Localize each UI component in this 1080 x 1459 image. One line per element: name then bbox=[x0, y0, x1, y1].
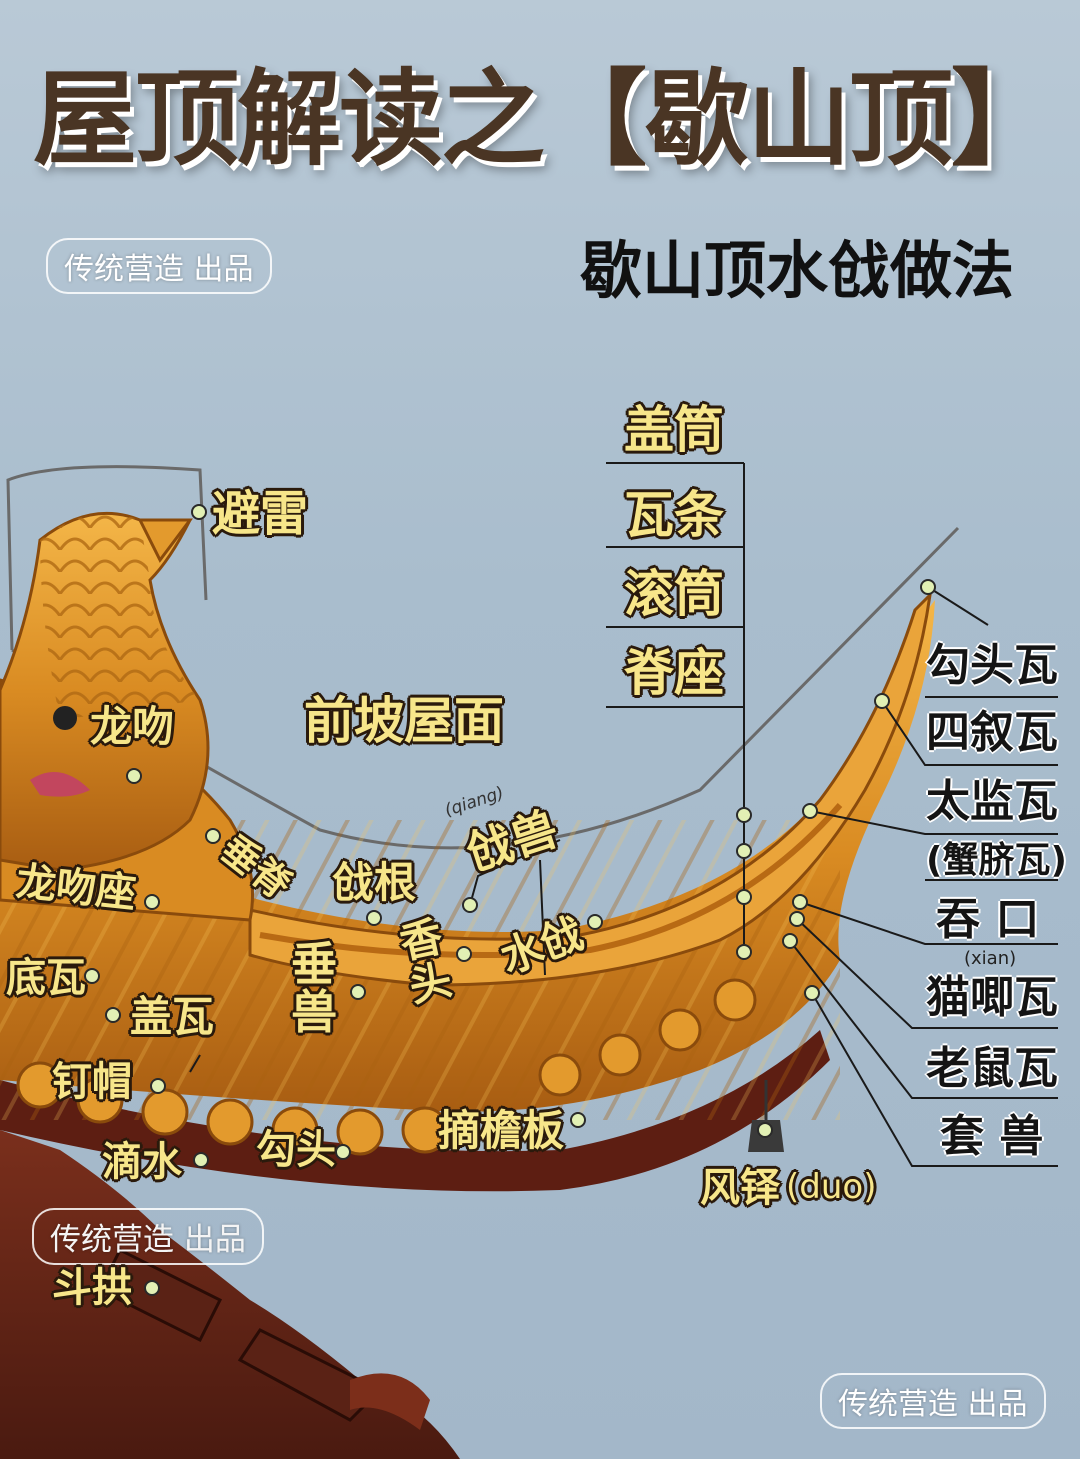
right-leader-lines bbox=[789, 586, 1058, 1167]
label-taoshou: 套 兽 bbox=[940, 1111, 1044, 1162]
marker-dishui bbox=[193, 1152, 209, 1168]
diagram-subtitle: 歇山顶水戗做法 bbox=[580, 234, 1015, 307]
label-longwenzuo: 龙吻座 bbox=[13, 858, 139, 918]
label-watiao: 瓦条 bbox=[624, 486, 724, 544]
page-title: 屋顶解读之【歇山顶】 bbox=[32, 57, 1055, 180]
marker-sixuwa bbox=[874, 693, 890, 709]
marker-guntong bbox=[736, 889, 752, 905]
marker-chuiji bbox=[205, 828, 221, 844]
label-fengduo-pinyin: (duo) bbox=[786, 1167, 877, 1207]
label-tunkou: 吞 口 bbox=[936, 894, 1040, 945]
label-dishui: 滴水 bbox=[102, 1139, 182, 1185]
marker-dougong bbox=[144, 1280, 160, 1296]
marker-zhaiyanban bbox=[570, 1112, 586, 1128]
label-taijianwa: 太监瓦 bbox=[926, 776, 1058, 827]
label-diwa: 底瓦 bbox=[6, 955, 86, 1001]
label-goutouwa: 勾头瓦 bbox=[926, 640, 1058, 691]
label-guntong: 滚筒 bbox=[624, 565, 724, 623]
marker-longwenzuo bbox=[144, 894, 160, 910]
label-bilei: 避雷 bbox=[212, 486, 309, 542]
label-qianggen: 戗根 bbox=[332, 858, 417, 907]
center-leader-lines bbox=[606, 462, 745, 952]
hip-ridge bbox=[248, 590, 933, 987]
eave-beam bbox=[0, 1030, 830, 1192]
label-laoshuwa: 老鼠瓦 bbox=[926, 1043, 1058, 1094]
label-gaiwa: 盖瓦 bbox=[130, 992, 215, 1041]
label-qianpo-wumian: 前坡屋面 bbox=[304, 692, 504, 750]
label-gaitong: 盖筒 bbox=[624, 401, 724, 459]
marker-dingmao bbox=[150, 1078, 166, 1094]
label-dougong: 斗拱 bbox=[52, 1265, 132, 1311]
label-dingmao: 钉帽 bbox=[52, 1059, 132, 1105]
label-maojiwa-pinyin: (xian) bbox=[964, 948, 1017, 969]
marker-xiangtou bbox=[456, 946, 472, 962]
marker-laoshuwa bbox=[782, 933, 798, 949]
marker-goutouwa bbox=[920, 579, 936, 595]
marker-fengduo bbox=[757, 1122, 773, 1138]
dragon-kiss-ornament bbox=[0, 511, 210, 872]
marker-gaiwa bbox=[105, 1007, 121, 1023]
marker-goutou bbox=[335, 1144, 351, 1160]
brand-badge-bottom: 传统营造 出品 bbox=[820, 1373, 1046, 1429]
label-goutou: 勾头 bbox=[256, 1127, 336, 1173]
marker-jizuo bbox=[736, 944, 752, 960]
marker-longwen bbox=[126, 768, 142, 784]
label-maojiwa: 猫唧瓦 bbox=[926, 972, 1058, 1023]
label-longwen: 龙吻 bbox=[90, 702, 175, 751]
label-xieqiwa: (蟹脐瓦) bbox=[926, 840, 1067, 881]
brand-badge-left: 传统营造 出品 bbox=[32, 1208, 264, 1265]
marker-chuishou bbox=[350, 984, 366, 1000]
label-jizuo: 脊座 bbox=[624, 644, 724, 702]
marker-qiangshou bbox=[462, 897, 478, 913]
eave-tile-ends bbox=[16, 978, 757, 1156]
marker-bilei bbox=[191, 504, 207, 520]
label-zhaiyanban: 摘檐板 bbox=[438, 1106, 565, 1155]
label-chuishou: 垂兽 bbox=[291, 937, 338, 1040]
marker-tunkou bbox=[792, 894, 808, 910]
label-sixuwa: 四叙瓦 bbox=[926, 707, 1058, 758]
label-fengduo: 风铎 bbox=[700, 1165, 780, 1211]
marker-shuiqiang bbox=[587, 914, 603, 930]
brand-badge-top: 传统营造 出品 bbox=[46, 238, 272, 294]
marker-taoshou bbox=[804, 985, 820, 1001]
marker-gaitong bbox=[736, 807, 752, 823]
marker-qianggen bbox=[366, 910, 382, 926]
marker-taijianwa bbox=[802, 803, 818, 819]
marker-diwa bbox=[84, 968, 100, 984]
marker-maojiwa bbox=[789, 911, 805, 927]
marker-watiao bbox=[736, 843, 752, 859]
